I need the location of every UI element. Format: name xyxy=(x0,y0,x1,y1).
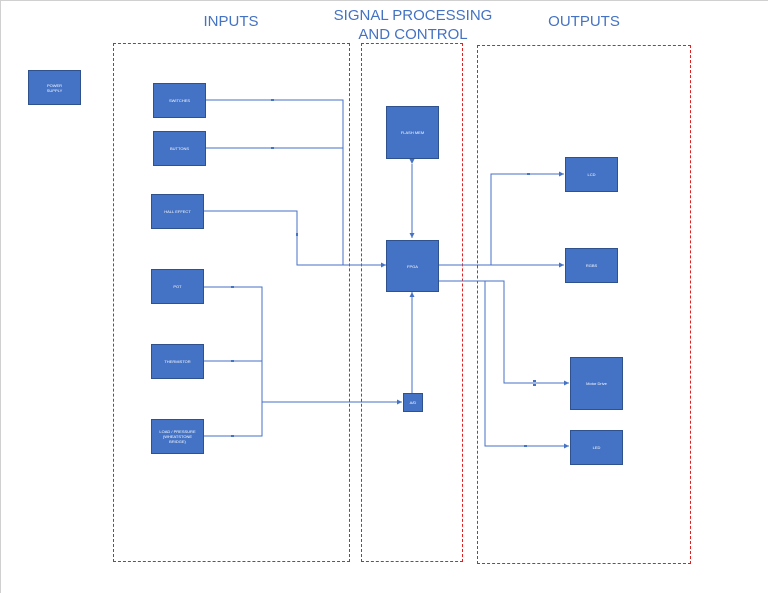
inputs-region xyxy=(113,43,350,562)
power-supply-label-line1: POWER xyxy=(46,82,63,88)
thermistor-block[interactable]: THERMISTOR xyxy=(151,344,204,379)
pot-label: POT xyxy=(173,284,182,289)
adc-block[interactable]: A/D xyxy=(403,393,423,412)
fpga-to-motor-drive-wire xyxy=(438,280,569,386)
motor-drive-label: Motor Drive xyxy=(586,381,607,386)
signal-processing-title-line1: SIGNAL PROCESSING xyxy=(333,7,493,24)
switches-block[interactable]: SWITCHES xyxy=(153,83,206,118)
buttons-label: BUTTONS xyxy=(169,146,190,151)
lcd-block[interactable]: LCD xyxy=(565,157,618,192)
adc-label: A/D xyxy=(409,400,417,405)
load-pressure-label-line2: (WHEATSTONE xyxy=(162,434,193,439)
inputs-title: INPUTS xyxy=(203,13,259,30)
signal-processing-title: SIGNAL PROCESSING AND CONTROL xyxy=(333,6,493,44)
load-pressure-block[interactable]: LOAD / PRESSURE (WHEATSTONE BRIDGE) xyxy=(151,419,204,454)
outputs-title: OUTPUTS xyxy=(548,13,620,30)
led-label: LED xyxy=(592,445,601,450)
lcd-label: LCD xyxy=(587,172,596,177)
motor-drive-block[interactable]: Motor Drive xyxy=(570,357,623,410)
rgbs-block[interactable]: RGBS xyxy=(565,248,618,283)
hall-effect-block[interactable]: HALL EFFECT xyxy=(151,194,204,229)
load-pressure-label-line3: BRIDGE) xyxy=(169,439,186,444)
switches-wire xyxy=(205,99,344,265)
power-supply-block[interactable]: POWER SUPPLY xyxy=(28,70,81,105)
frame-top-edge xyxy=(0,0,768,1)
power-supply-label-line2: SUPPLY xyxy=(46,87,63,93)
led-block[interactable]: LED xyxy=(570,430,623,465)
signal-processing-region xyxy=(361,43,463,562)
pot-block[interactable]: POT xyxy=(151,269,204,304)
fpga-block[interactable]: FPGA xyxy=(386,240,439,292)
frame-left-edge xyxy=(0,0,1,593)
fpga-to-lcd-wire xyxy=(490,171,564,265)
fpga-label: FPGA xyxy=(407,263,418,269)
buttons-block[interactable]: BUTTONS xyxy=(153,131,206,166)
hall-effect-label: HALL EFFECT xyxy=(164,209,191,214)
load-pressure-label-line1: LOAD / PRESSURE xyxy=(159,429,196,434)
thermistor-label: THERMISTOR xyxy=(164,359,191,364)
signal-processing-title-line2: AND CONTROL xyxy=(358,26,468,43)
switches-label: SWITCHES xyxy=(168,98,191,103)
rgbs-label: RGBS xyxy=(585,263,598,268)
flash-mem-label: FLASH MEM xyxy=(400,130,425,135)
outputs-region xyxy=(477,45,691,564)
flash-mem-block[interactable]: FLASH MEM xyxy=(386,106,439,159)
hall-effect-to-fpga-wire xyxy=(204,210,386,268)
